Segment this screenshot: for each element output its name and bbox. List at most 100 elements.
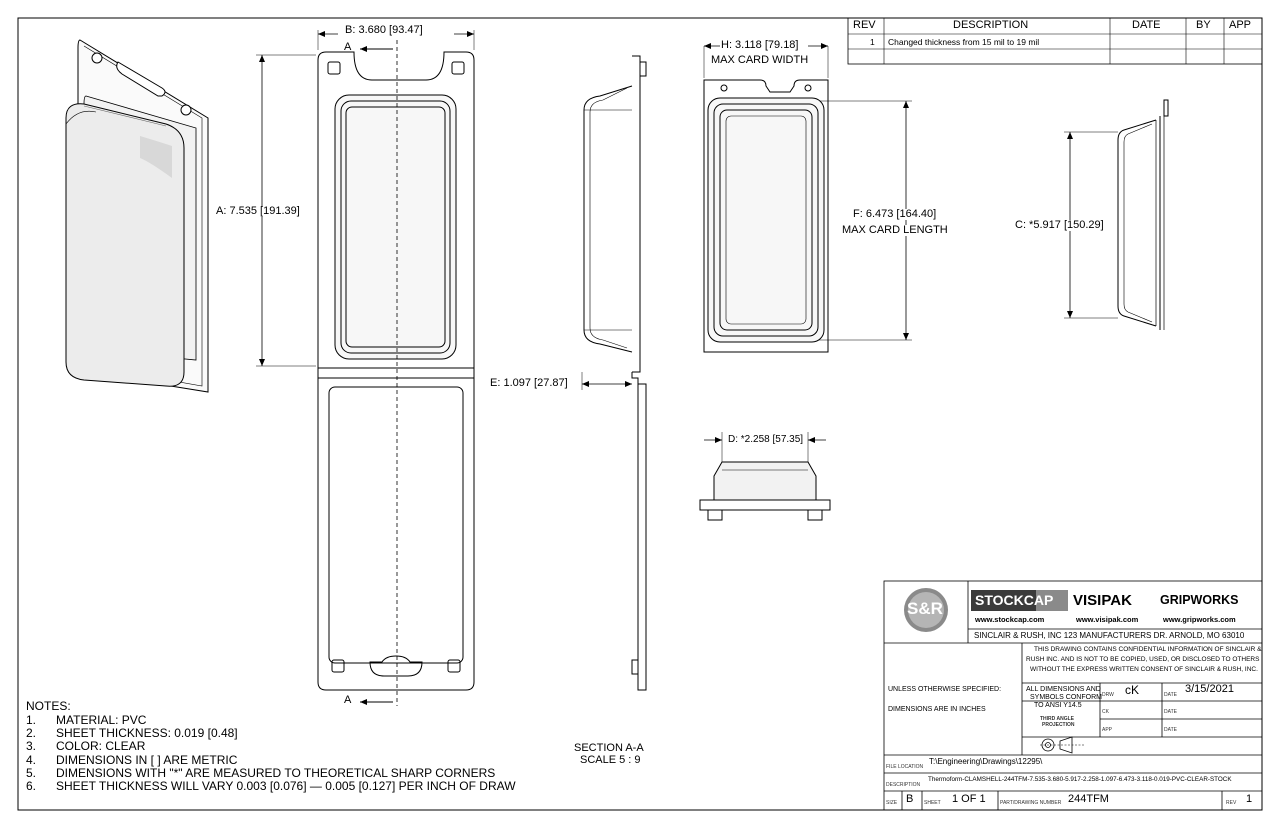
brand-gripworks: GRIPWORKS — [1160, 593, 1239, 607]
dimension-d-metric: [57.35] — [772, 434, 804, 445]
company-logo — [904, 588, 948, 632]
part-number-value: 244TFM — [1068, 793, 1109, 805]
url-stockcap[interactable]: www.stockcap.com — [975, 615, 1045, 624]
ansi-line-1: ALL DIMENSIONS AND — [1026, 686, 1101, 693]
note-text: DIMENSIONS WITH "*" ARE MEASURED TO THEO… — [56, 765, 496, 780]
dimension-c-metric: [150.29] — [1063, 219, 1104, 231]
title-block-frame — [883, 580, 1263, 811]
note-item: 1. MATERIAL: PVC — [26, 713, 516, 727]
dimension-d-label: D: *2.258 [57.35] — [727, 434, 805, 445]
brand-visipak: VISIPAK — [1073, 592, 1132, 609]
note-item: 2.SHEET THICKNESS: 0.019 [0.48] — [26, 726, 516, 741]
third-angle-projection-icon — [1040, 736, 1084, 754]
dimensions-in-inches: DIMENSIONS ARE IN INCHES — [888, 706, 986, 713]
section-label-title: SECTION A-A — [574, 742, 644, 754]
note-number: 3. — [26, 739, 37, 754]
rev-header-app: APP — [1229, 19, 1252, 31]
note-item: 4. DIMENSIONS IN [ ] ARE METRIC — [26, 752, 516, 767]
dimension-d-value: D: *2.258 — [728, 434, 770, 445]
note-text: SHEET THICKNESS WILL VARY 0.003 [0.076] … — [56, 778, 516, 793]
confidential-line-2: RUSH INC. AND IS NOT TO BE COPIED, USED,… — [1026, 656, 1260, 663]
top-view — [699, 461, 831, 521]
app-date-label: DATE — [1164, 727, 1177, 733]
dimension-e-label: E: 1.097 [27.87] — [490, 378, 568, 389]
brand-stockcap: STOCKCAP — [975, 592, 1054, 608]
dimension-c-value: C: *5.917 — [1015, 219, 1061, 231]
rev-header-date: DATE — [1132, 19, 1161, 31]
note-text: MATERIAL: PVC — [56, 713, 147, 727]
revision-block — [847, 17, 1263, 65]
dimension-a-metric: [191.39] — [260, 205, 300, 217]
size-value: B — [906, 793, 914, 805]
note-number: 5. — [26, 765, 37, 780]
part-number-label: PART/DRAWING NUMBER — [1000, 800, 1062, 806]
note-number: 6. — [26, 778, 37, 793]
third-angle-line-1: THIRD ANGLE — [1040, 716, 1074, 722]
note-item: 5. DIMENSIONS WITH "*" ARE MEASURED TO TH… — [26, 765, 516, 780]
url-gripworks[interactable]: www.gripworks.com — [1163, 615, 1236, 624]
sheet-border — [17, 17, 1263, 811]
company-address: SINCLAIR & RUSH, INC 123 MANUFACTURERS D… — [974, 631, 1245, 640]
drawn-by: cK — [1125, 683, 1140, 697]
note-text: DIMENSIONS IN [ ] ARE METRIC — [56, 752, 238, 767]
closed-front-view — [703, 79, 829, 353]
logo-text: S&R — [907, 599, 943, 618]
description-label: DESCRIPTION — [886, 782, 921, 788]
url-visipak[interactable]: www.visipak.com — [1076, 615, 1139, 624]
dimension-c-label: C: *5.917 [150.29] — [1014, 220, 1105, 231]
third-angle-line-2: PROJECTION — [1042, 722, 1075, 728]
rev-header-description: DESCRIPTION — [953, 19, 1029, 31]
drawn-label: DRW — [1102, 692, 1114, 698]
dimension-a-label: A: 7.535 [191.39] — [215, 206, 301, 217]
ck-label: CK — [1102, 709, 1109, 715]
ansi-line-3: TO ANSI Y14.5 — [1034, 702, 1082, 709]
dimension-f-label: F: 6.473 [164.40] — [852, 208, 938, 220]
note-number: 4. — [26, 752, 37, 767]
section-label-scale: SCALE 5 : 9 — [580, 754, 641, 766]
drawn-date: 3/15/2021 — [1185, 683, 1234, 695]
confidential-line-1: THIS DRAWING CONTAINS CONFIDENTIAL INFOR… — [1034, 646, 1262, 653]
rev-header-by: BY — [1196, 19, 1211, 31]
rev-value: 1 — [1246, 793, 1253, 805]
rev-row-description: Changed thickness from 15 mil to 19 mil — [888, 37, 1040, 47]
dimension-e-metric: [27.87] — [534, 377, 568, 389]
rev-header-rev: REV — [853, 19, 876, 31]
dimension-h-label: H: 3.118 [79.18] — [720, 39, 800, 51]
section-marker-bottom: A — [344, 694, 352, 706]
dimension-f-metric: [164.40] — [896, 208, 937, 220]
dimension-e-value: E: 1.097 — [490, 377, 531, 389]
ansi-line-2: SYMBOLS CONFORM — [1030, 694, 1102, 701]
description-value: Thermoform-CLAMSHELL-244TFM-7.535-3.680-… — [928, 776, 1232, 783]
note-number: 2. — [26, 726, 37, 741]
file-location-label: FILE LOCATION — [886, 764, 924, 770]
unless-otherwise-specified: UNLESS OTHERWISE SPECIFIED: — [888, 686, 1002, 693]
rev-label: REV — [1226, 800, 1237, 806]
drawn-date-label: DATE — [1164, 692, 1177, 698]
dimension-b-value: B: 3.680 — [345, 24, 386, 36]
note-item: 3.COLOR: CLEAR — [26, 739, 516, 754]
notes-title: NOTES: — [26, 699, 71, 713]
file-location-value[interactable]: T:\Engineering\Drawings\12295\ — [929, 757, 1043, 766]
section-view — [583, 55, 647, 691]
note-item: 6. SHEET THICKNESS WILL VARY 0.003 [0.076… — [26, 778, 516, 793]
app-label: APP — [1102, 727, 1113, 733]
dimension-lines — [256, 30, 1118, 462]
dimension-a-value: A: 7.535 — [216, 205, 257, 217]
sheet-label: SHEET — [924, 800, 941, 806]
dimension-h-value: H: 3.118 — [721, 39, 762, 51]
size-label: SIZE — [886, 800, 898, 806]
confidential-line-3: WITHOUT THE EXPRESS WRITTEN CONSENT OF S… — [1030, 666, 1258, 673]
dimension-f-caption: MAX CARD LENGTH — [841, 224, 949, 236]
isometric-view — [65, 39, 209, 393]
rev-row-number: 1 — [870, 37, 875, 47]
note-number: 1. — [26, 713, 37, 727]
dimension-b-metric: [93.47] — [389, 24, 423, 36]
front-view — [317, 40, 475, 706]
section-marker-top: A — [344, 41, 352, 53]
dimension-h-caption: MAX CARD WIDTH — [711, 54, 809, 66]
sheet-value: 1 OF 1 — [952, 793, 986, 805]
ck-date-label: DATE — [1164, 709, 1177, 715]
right-side-view — [1117, 99, 1169, 330]
notes-block: NOTES: 1.MATERIAL: PVC 2.SHEET THICKNESS… — [26, 699, 516, 793]
